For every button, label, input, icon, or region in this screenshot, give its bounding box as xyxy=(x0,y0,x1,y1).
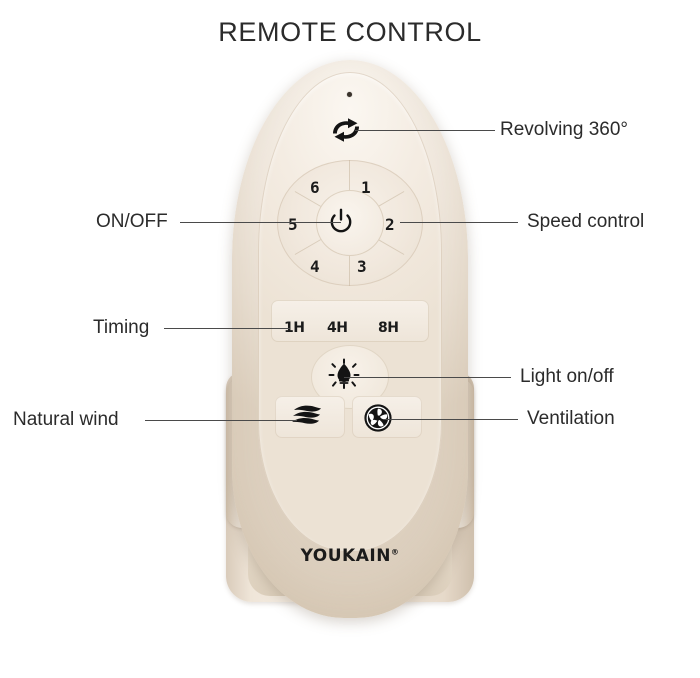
brand-trademark: ® xyxy=(390,547,400,557)
callout-ventilation: Ventilation xyxy=(527,408,615,429)
timing-option-4h[interactable]: 4H xyxy=(327,320,348,336)
power-button[interactable] xyxy=(329,208,353,234)
speed-number-5[interactable]: 5 xyxy=(288,215,298,234)
ir-emitter-led xyxy=(347,92,352,97)
callout-natural-wind: Natural wind xyxy=(13,409,119,430)
timing-button-row[interactable] xyxy=(271,300,429,342)
brand-name: YOUKAIN xyxy=(300,546,391,566)
callout-on-off: ON/OFF xyxy=(96,211,168,232)
fan-icon xyxy=(364,404,392,432)
ventilation-button-icon[interactable] xyxy=(363,403,393,433)
callout-revolving-360: Revolving 360° xyxy=(500,119,629,140)
revolving-arrows-icon xyxy=(333,118,359,142)
leader-line-natural-wind xyxy=(145,420,297,421)
leader-line-light xyxy=(344,377,511,378)
leader-line-revolving xyxy=(355,130,495,131)
speed-number-2[interactable]: 2 xyxy=(385,215,395,234)
leader-line-ventilation xyxy=(383,419,518,420)
wave-lines-icon xyxy=(292,405,321,424)
page-title: REMOTE CONTROL xyxy=(218,17,482,47)
speed-number-4[interactable]: 4 xyxy=(310,257,320,276)
callout-light-on-off: Light on/off xyxy=(520,366,614,387)
timing-option-8h[interactable]: 8H xyxy=(378,320,399,336)
leader-line-on-off xyxy=(180,222,341,223)
leader-line-speed-control xyxy=(400,222,518,223)
callout-speed-control: Speed control xyxy=(527,211,645,232)
power-icon xyxy=(330,208,352,233)
light-on-off-button-icon[interactable] xyxy=(327,357,361,391)
natural-wind-button-icon[interactable] xyxy=(290,404,324,430)
speed-number-6[interactable]: 6 xyxy=(310,178,320,197)
speed-number-3[interactable]: 3 xyxy=(357,257,367,276)
brand-logo: YOUKAIN® xyxy=(232,546,468,566)
timing-option-1h[interactable]: 1H xyxy=(284,320,305,336)
revolving-360-button[interactable] xyxy=(323,113,369,147)
leader-line-timing xyxy=(164,328,290,329)
light-bulb-icon xyxy=(328,358,360,389)
callout-timing: Timing xyxy=(93,317,150,338)
speed-number-1[interactable]: 1 xyxy=(361,178,371,197)
